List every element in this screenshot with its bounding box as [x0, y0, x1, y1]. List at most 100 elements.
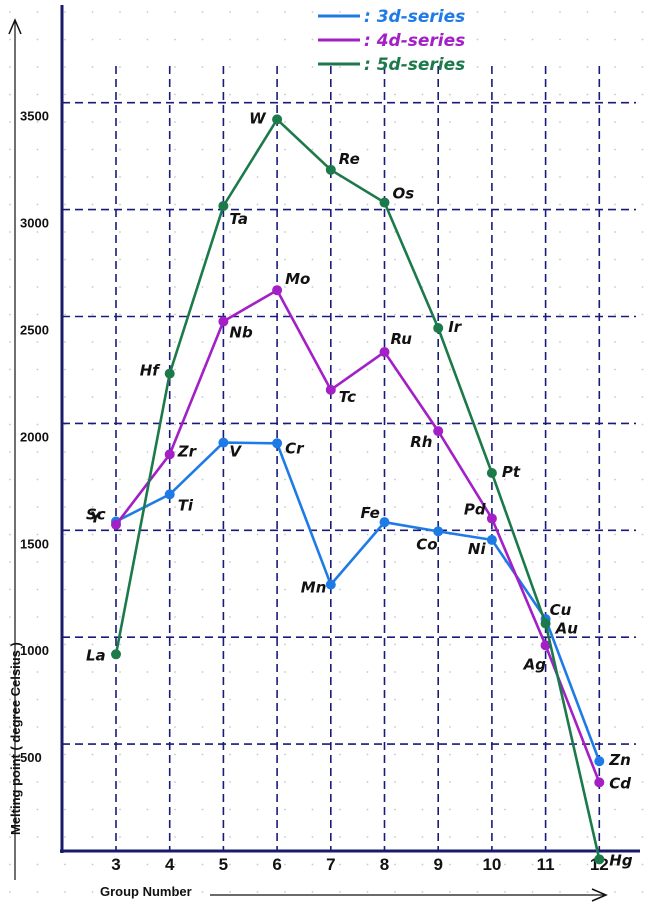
paper-dot	[229, 341, 231, 343]
paper-dot	[64, 93, 66, 96]
paper-dot	[36, 891, 39, 893]
paper-dot	[449, 121, 451, 123]
paper-dot	[36, 368, 39, 371]
paper-dot	[586, 313, 589, 316]
paper-dot	[504, 368, 506, 371]
paper-dot	[201, 66, 204, 68]
paper-dot	[531, 891, 534, 893]
paper-dot	[531, 231, 534, 233]
paper-dot	[9, 203, 11, 206]
paper-dot	[146, 11, 149, 13]
paper-dot	[256, 836, 259, 838]
paper-dot	[421, 616, 424, 618]
paper-dot	[36, 588, 39, 591]
data-point	[164, 489, 175, 500]
paper-dot	[229, 203, 231, 206]
paper-dot	[366, 313, 369, 316]
paper-dot	[119, 231, 121, 233]
paper-dot	[421, 451, 424, 453]
paper-dot	[146, 616, 149, 618]
point-label: V	[229, 443, 242, 461]
paper-dot	[91, 203, 94, 206]
paper-dot	[394, 561, 396, 563]
paper-dot	[256, 863, 259, 866]
paper-dot	[641, 616, 644, 618]
paper-dot	[229, 781, 231, 783]
paper-dot	[201, 753, 204, 756]
paper-dot	[449, 423, 451, 426]
paper-dot	[146, 176, 149, 178]
paper-dot	[504, 781, 506, 783]
paper-dot	[91, 38, 94, 41]
data-point	[164, 449, 175, 460]
paper-dot	[201, 451, 204, 453]
paper-dot	[36, 93, 39, 96]
paper-dot	[339, 396, 341, 398]
paper-dot	[36, 148, 39, 151]
paper-dot	[559, 726, 561, 728]
paper-dot	[174, 836, 176, 838]
paper-dot	[339, 808, 341, 811]
paper-dot	[201, 808, 204, 811]
paper-dot	[421, 396, 424, 398]
paper-dot	[476, 726, 479, 728]
point-label: Zr	[177, 442, 198, 460]
paper-dot	[476, 451, 479, 453]
x-arrow-head	[591, 888, 608, 902]
paper-dot	[366, 286, 369, 288]
point-label: Ti	[178, 496, 194, 514]
paper-dot	[614, 451, 616, 453]
paper-dot	[476, 423, 479, 426]
paper-dot	[559, 396, 561, 398]
paper-dot	[64, 506, 66, 508]
paper-dot	[366, 643, 369, 646]
paper-dot	[284, 148, 286, 151]
paper-dot	[394, 533, 396, 536]
paper-dot	[256, 561, 259, 563]
paper-dot	[174, 781, 176, 783]
paper-dot	[91, 726, 94, 728]
paper-dot	[614, 258, 616, 261]
paper-dot	[91, 478, 94, 481]
paper-dot	[311, 121, 314, 123]
paper-dot	[146, 231, 149, 233]
paper-dot	[339, 533, 341, 536]
paper-dot	[614, 66, 616, 68]
point-label: Tc	[339, 388, 356, 406]
paper-dot	[174, 313, 176, 316]
paper-dot	[64, 148, 66, 151]
paper-dot	[559, 643, 561, 646]
paper-dot	[119, 781, 121, 783]
paper-dot	[339, 891, 341, 893]
paper-dot	[229, 93, 231, 96]
paper-dot	[91, 781, 94, 783]
paper-dot	[9, 616, 11, 618]
paper-dot	[476, 478, 479, 481]
paper-dot	[531, 396, 534, 398]
paper-dot	[284, 368, 286, 371]
paper-dot	[311, 863, 314, 866]
paper-dot	[339, 726, 341, 728]
paper-dot	[229, 836, 231, 838]
legend-label: : 4d-series	[364, 31, 465, 51]
paper-dot	[339, 313, 341, 316]
paper-dot	[36, 726, 39, 728]
paper-dot	[64, 808, 66, 811]
paper-dot	[641, 368, 644, 371]
paper-dot	[284, 836, 286, 838]
paper-dot	[201, 616, 204, 618]
paper-dot	[641, 643, 644, 646]
paper-dot	[476, 368, 479, 371]
paper-dot	[476, 588, 479, 591]
paper-dot	[366, 368, 369, 371]
paper-dot	[256, 781, 259, 783]
paper-dot	[339, 698, 341, 701]
paper-dot	[9, 533, 11, 536]
paper-dot	[586, 863, 589, 866]
paper-dot	[201, 93, 204, 96]
paper-dot	[119, 396, 121, 398]
paper-dot	[9, 66, 11, 68]
paper-dot	[366, 121, 369, 123]
paper-dot	[339, 66, 341, 68]
paper-dot	[311, 11, 314, 13]
